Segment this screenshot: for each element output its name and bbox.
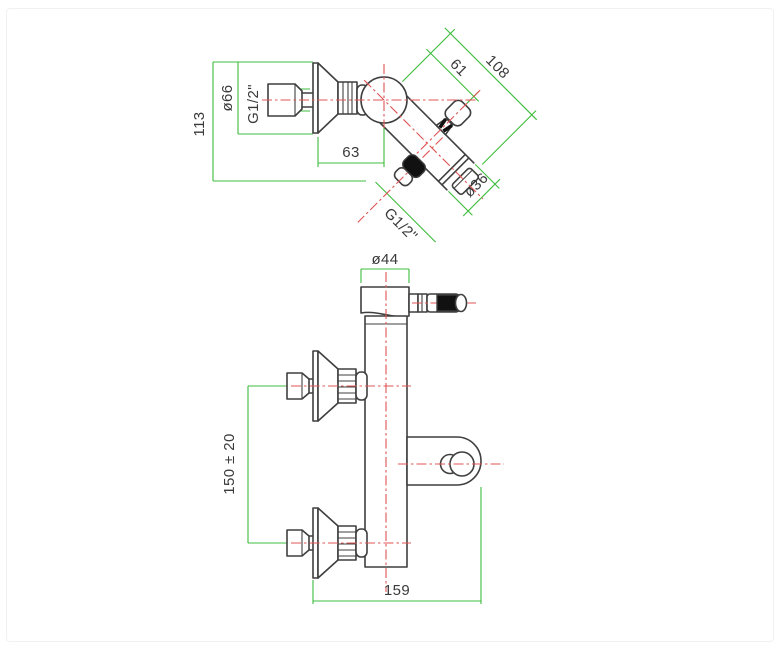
front-dimension-lines (247, 268, 482, 604)
dim-label-escutcheon-diameter: ø66 (219, 84, 236, 111)
side-dimension-labels: 113 ø66 G1/2" 63 61 108 ø36 G1/2" (191, 52, 513, 245)
dim-label-inlet-thread: G1/2" (245, 84, 262, 124)
handle-grip (436, 293, 468, 313)
dim-label-wall-to-holder: 159 (384, 582, 410, 599)
dim-label-body-diameter: ø44 (371, 251, 398, 268)
front-dimension-labels: ø44 150 ± 20 159 (221, 251, 410, 599)
handle-grip-tip (454, 293, 468, 313)
front-view: ø44 150 ± 20 159 (221, 251, 504, 604)
dim-label-center-to-handle: 61 (446, 56, 470, 80)
wall-connection (267, 62, 408, 134)
side-view: 113 ø66 G1/2" 63 61 108 ø36 G1/2" (191, 27, 538, 245)
side-dark-details (402, 118, 453, 179)
mixer-front-body (286, 286, 482, 579)
dim-label-center-to-spout-end: 108 (482, 52, 513, 83)
cartridge-cap (360, 286, 410, 318)
escutcheon-cone (317, 62, 339, 134)
dim-label-handshower-thread: G1/2" (381, 205, 421, 245)
side-dimension-lines-diagonal (375, 27, 538, 243)
dim-label-overall-height: 113 (191, 111, 208, 136)
dim-label-inlet-spacing: 150 ± 20 (221, 433, 238, 494)
diverter-knob (402, 154, 427, 179)
side-dimension-lines (212, 61, 385, 182)
dim-label-wall-to-body-center: 63 (342, 144, 360, 161)
